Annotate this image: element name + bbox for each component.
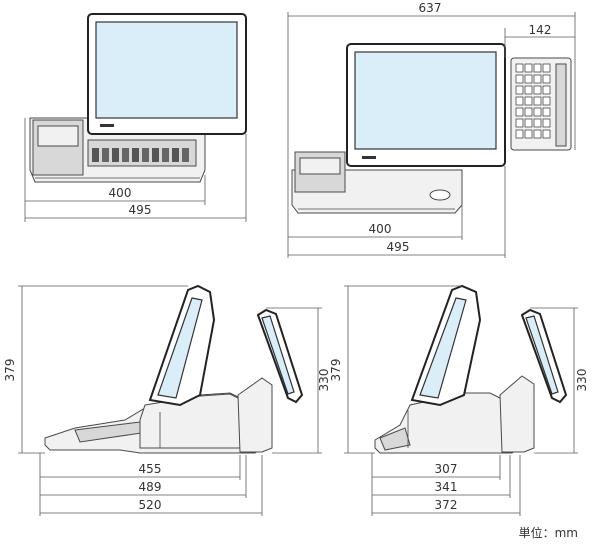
dim-400-right: 400 xyxy=(369,222,392,236)
drawer-front xyxy=(379,427,411,451)
operator-screen xyxy=(157,297,203,399)
dim-637: 637 xyxy=(419,1,442,15)
dim-330-left: 330 xyxy=(317,369,331,392)
dim-372: 372 xyxy=(435,498,458,512)
customer-screen xyxy=(261,315,295,395)
printer-slot xyxy=(299,157,341,175)
bottom-left-view: 379 330 455 489 520 xyxy=(3,284,331,516)
keypad-keys xyxy=(515,63,551,139)
drawer-handle xyxy=(429,189,451,201)
dim-341: 341 xyxy=(435,480,458,494)
dim-307: 307 xyxy=(435,462,458,476)
card-reader xyxy=(555,63,567,147)
bottom-right-view: 379 330 307 341 372 xyxy=(329,284,589,516)
dim-400-left: 400 xyxy=(109,186,132,200)
dim-455: 455 xyxy=(139,462,162,476)
dim-379-right: 379 xyxy=(329,359,343,382)
dim-330-right: 330 xyxy=(575,369,589,392)
dim-520: 520 xyxy=(139,498,162,512)
dim-489: 489 xyxy=(139,480,162,494)
monitor-screen xyxy=(95,21,238,119)
dim-495-right: 495 xyxy=(387,240,410,254)
dim-142: 142 xyxy=(529,23,552,37)
dim-495-left: 495 xyxy=(129,203,152,217)
monitor-screen xyxy=(354,51,497,150)
dim-379-left: 379 xyxy=(3,359,17,382)
drawer-coins xyxy=(92,148,189,162)
top-right-view: 637 142 400 495 xyxy=(287,1,576,258)
operator-screen xyxy=(419,297,467,399)
customer-screen xyxy=(525,315,559,395)
printer-slot xyxy=(37,125,79,147)
customer-display-stand xyxy=(237,377,273,453)
top-left-view: 400 495 xyxy=(24,13,247,222)
unit-label: 単位：mm xyxy=(518,526,578,540)
customer-display-stand xyxy=(499,375,535,453)
